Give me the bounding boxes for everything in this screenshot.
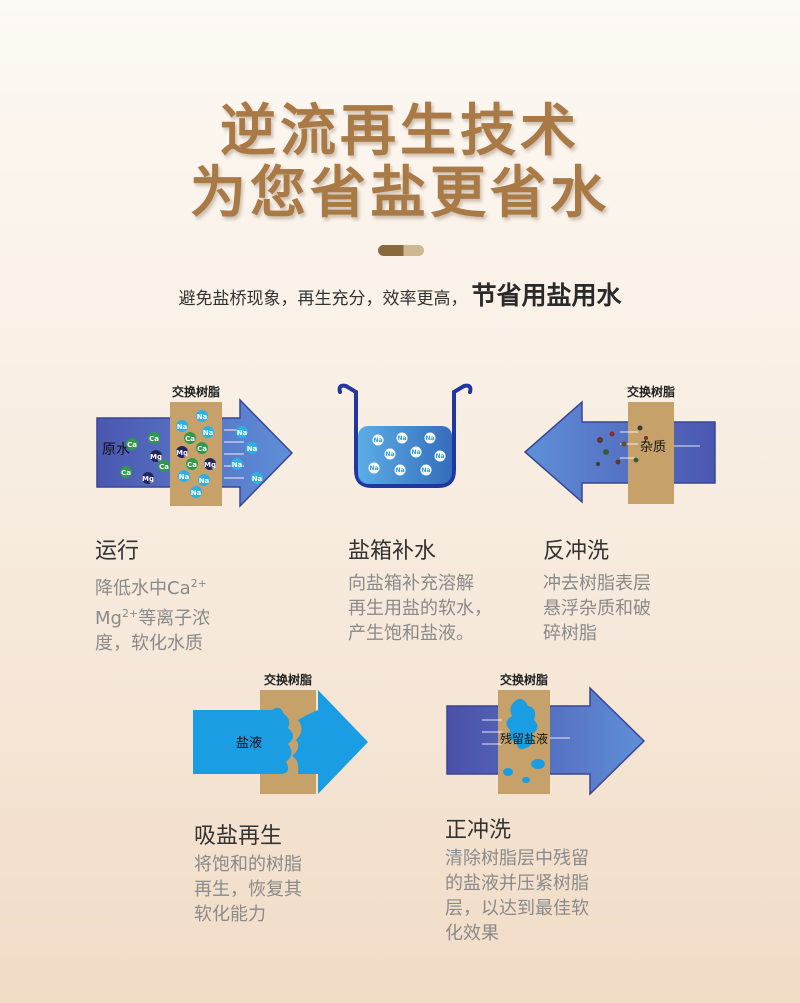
step-regen-title: 吸盐再生 [194, 824, 283, 849]
page-title-line1: 逆流再生技术 [220, 99, 580, 164]
step-backwash-title: 反冲洗 [543, 539, 610, 564]
svg-text:Na: Na [191, 489, 202, 497]
svg-text:Ca: Ca [121, 469, 131, 477]
salt-tank [337, 383, 473, 488]
svg-text:Na: Na [373, 437, 382, 444]
svg-text:Na: Na [395, 467, 404, 474]
residual-brine-label: 残留盐液 [500, 731, 548, 746]
svg-text:Na: Na [199, 477, 210, 485]
raw-water-label: 原水 [102, 442, 130, 458]
svg-text:Ca: Ca [149, 435, 159, 443]
step-rinse-desc: 清除树脂层中残留 的盐液并压紧树脂 层，以达到最佳软 化效果 [445, 848, 589, 944]
step-rinse-title: 正冲洗 [445, 818, 512, 843]
ions: Na Na Na Na Na Na Na Na Na [368, 432, 446, 476]
svg-text:Na: Na [247, 445, 258, 453]
svg-text:Na: Na [411, 449, 420, 456]
brine-flow [193, 707, 293, 774]
regen-diagram: 交换树脂 盐液 [193, 672, 368, 794]
title-divider [378, 245, 424, 256]
subtitle-emphasis: 节省用盐用水 [471, 281, 622, 310]
resin-label: 交换树脂 [172, 384, 220, 399]
run-diagram: 交换树脂 原水 Ca Ca Mg Ca Ca Mg Na Na Ca Na Mg… [96, 384, 294, 508]
impurity-label: 杂质 [640, 440, 666, 455]
resin-label: 交换树脂 [627, 384, 675, 399]
svg-text:Na: Na [397, 435, 406, 442]
svg-text:Na: Na [421, 467, 430, 474]
svg-text:Na: Na [252, 475, 263, 483]
step-run-title: 运行 [95, 539, 140, 564]
impurity-particles [596, 425, 648, 466]
svg-text:Ca: Ca [197, 445, 207, 453]
step-refill-title: 盐箱补水 [348, 539, 437, 564]
resin-label: 交换树脂 [500, 672, 548, 687]
svg-text:Ca: Ca [159, 463, 169, 471]
residual-brine-drops [503, 698, 545, 783]
svg-text:Na: Na [197, 413, 208, 421]
step-refill-desc: 向盐箱补充溶解 再生用盐的软水， 产生饱和盐液。 [348, 573, 492, 644]
resin-block [628, 402, 674, 504]
svg-text:Mg: Mg [204, 461, 216, 469]
brine-label: 盐液 [236, 736, 262, 751]
backwash-diagram: 交换树脂 杂质 [523, 384, 716, 504]
svg-text:Mg: Mg [176, 449, 188, 457]
subtitle-text: 避免盐桥现象，再生充分，效率更高， [178, 289, 468, 309]
page-title-line2: 为您省盐更省水 [190, 161, 610, 226]
svg-text:Na: Na [425, 435, 434, 442]
refill-diagram: Na Na Na Na Na Na Na Na Na [337, 383, 473, 488]
svg-text:Mg: Mg [150, 453, 162, 461]
svg-text:Na: Na [232, 461, 243, 469]
svg-text:Na: Na [237, 429, 248, 437]
svg-text:Na: Na [203, 429, 214, 437]
svg-text:Na: Na [435, 453, 444, 460]
svg-text:Na: Na [179, 473, 190, 481]
subtitle: 避免盐桥现象，再生充分，效率更高，节省用盐用水 [0, 276, 800, 312]
step-regen-desc: 将饱和的树脂 再生，恢复其 软化能力 [194, 854, 302, 925]
step-run-desc: 降低水中Ca2+ Mg2+等离子浓 度，软化水质 [95, 577, 211, 654]
svg-text:Na: Na [177, 423, 188, 431]
svg-text:Na: Na [385, 451, 394, 458]
resin-label: 交换树脂 [264, 672, 312, 687]
svg-text:Mg: Mg [142, 475, 154, 483]
step-backwash-desc: 冲去树脂表层 悬浮杂质和破 碎树脂 [543, 573, 651, 644]
svg-text:Ca: Ca [185, 435, 195, 443]
svg-text:Ca: Ca [187, 461, 197, 469]
ions: Ca Ca Mg Ca Ca Mg Na Na Ca Na Mg Ca Ca M… [120, 410, 263, 498]
svg-text:Na: Na [369, 465, 378, 472]
rinse-diagram: 交换树脂 残留盐液 [446, 672, 646, 796]
svg-text:Ca: Ca [127, 441, 137, 449]
